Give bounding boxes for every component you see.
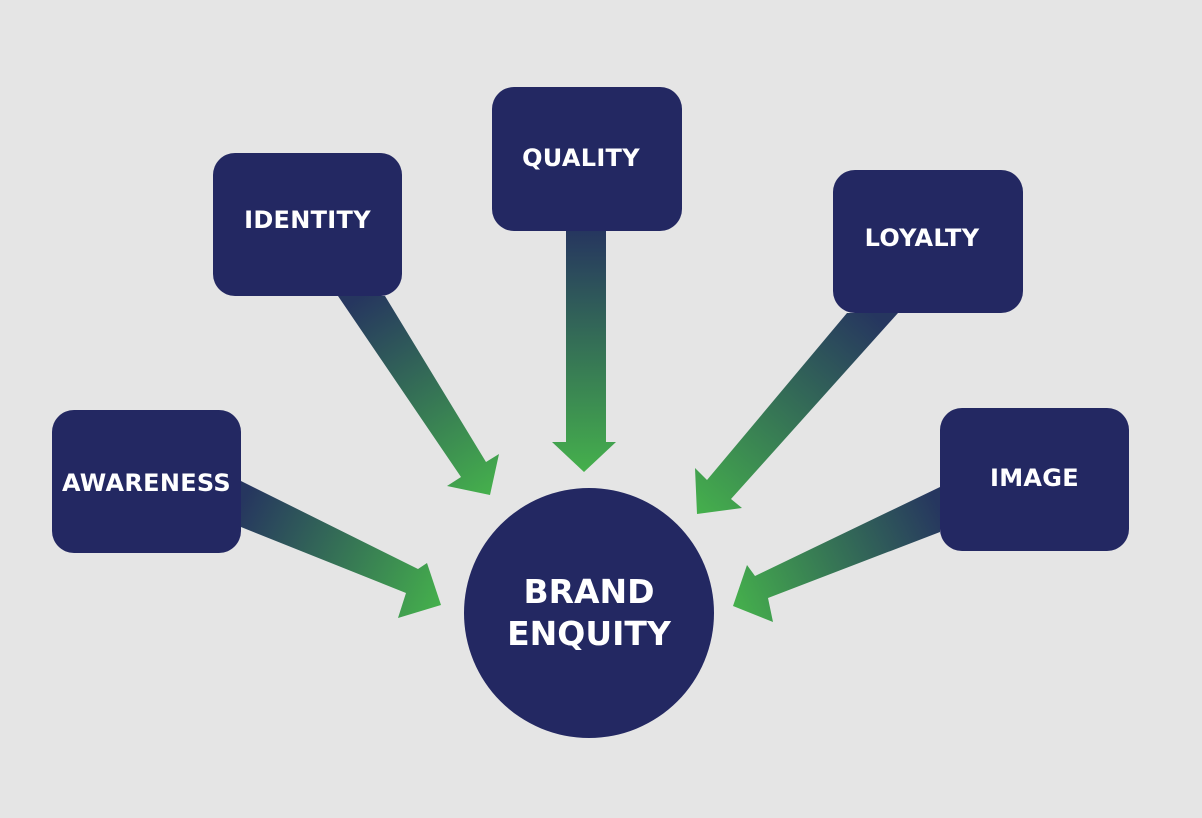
arrow-identity-to-center: [338, 296, 499, 495]
node-quality: QUALITY: [492, 87, 682, 231]
node-label: IDENTITY: [244, 206, 371, 234]
node-label: IMAGE: [990, 464, 1079, 492]
center-node-brand-equity: BRAND ENQUITY: [464, 488, 714, 738]
center-label-line1: BRAND: [523, 572, 655, 611]
arrow-image-to-center: [733, 487, 940, 622]
arrow-loyalty-to-center: [695, 313, 898, 514]
node-label: LOYALTY: [864, 224, 980, 252]
node-image: IMAGE: [940, 408, 1129, 551]
node-identity: IDENTITY: [213, 153, 402, 296]
arrow-awareness-to-center: [241, 481, 441, 618]
node-label: AWARENESS: [61, 469, 231, 497]
arrow-quality-to-center: [552, 231, 616, 472]
node-awareness: AWARENESS: [52, 410, 241, 553]
node-label: QUALITY: [522, 144, 640, 172]
center-label-line2: ENQUITY: [507, 614, 671, 653]
node-loyalty: LOYALTY: [833, 170, 1023, 313]
